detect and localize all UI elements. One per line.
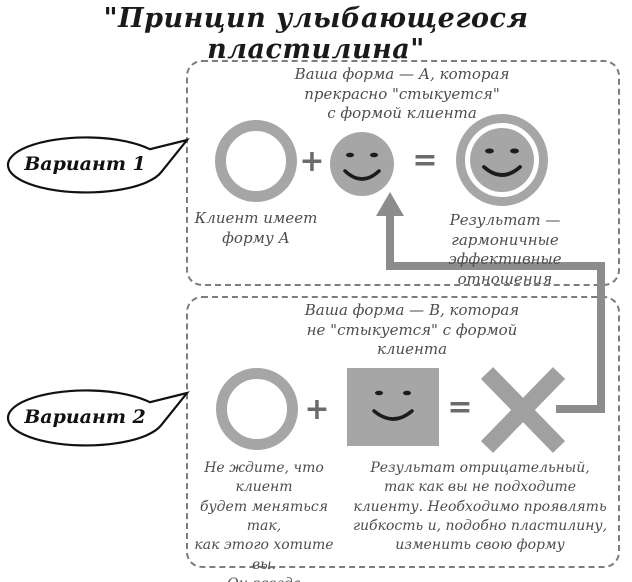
variant1-top-text: Ваша форма — А, которая прекрасно "стыку…: [294, 65, 510, 122]
equals-sign: =: [412, 142, 438, 178]
smiley-in-ring-icon: [456, 114, 548, 206]
variant1-label: Вариант 1: [24, 153, 146, 175]
ring-circle-icon: [216, 368, 298, 450]
cross-mark-icon: [480, 367, 566, 453]
plus-sign: +: [299, 143, 325, 179]
speech-bubble-icon: [6, 136, 190, 194]
smiley-square-icon: [347, 368, 439, 446]
variant1-bubble: Вариант 1: [4, 133, 190, 197]
ring-circle-icon: [215, 120, 297, 202]
variant2-right-caption: Результат отрицательный, так как вы не п…: [352, 460, 608, 554]
variant2-left-caption: Не ждите, что клиент будет меняться так,…: [194, 460, 334, 582]
plus-sign: +: [304, 391, 330, 427]
variant1-right-caption: Результат — гармоничные эффективные отно…: [448, 211, 562, 288]
smiley-circle-icon: [330, 132, 394, 196]
variant2-bubble: Вариант 2: [4, 386, 190, 450]
variant2-top-text: Ваша форма — В, которая не "стыкуется" с…: [304, 301, 520, 358]
speech-bubble-icon: [6, 389, 190, 447]
variant1-left-caption: Клиент имеет форму А: [194, 209, 318, 247]
equals-sign: =: [447, 389, 473, 425]
variant2-label: Вариант 2: [24, 406, 146, 428]
page-title: "Принцип улыбающегося пластилина": [103, 3, 529, 65]
